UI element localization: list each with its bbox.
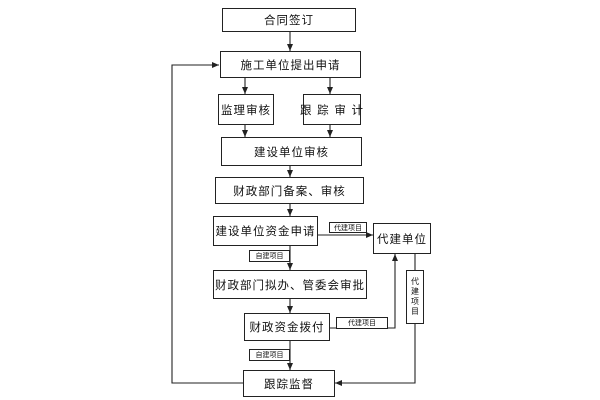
tag-agent-project-upper: 代建项目 [329,222,367,233]
node-fund-application: 建设单位资金申请 [213,216,318,246]
node-owner-review: 建设单位审核 [221,137,362,166]
node-audit-tracking: 跟 踪 审 计 [300,94,363,125]
tag-self-project-upper: 自建项目 [249,250,290,262]
node-finance-record: 财政部门备案、审核 [215,177,364,204]
node-contract-signing: 合同签订 [222,8,356,32]
tag-agent-project-vertical: 代建项目 [406,270,424,324]
node-supervision-review: 监理审核 [218,94,274,125]
tag-agent-project-lower: 代建项目 [336,317,388,329]
node-finance-approval: 财政部门拟办、管委会审批 [213,270,367,299]
node-contractor-application: 施工单位提出申请 [220,51,361,78]
node-tracking-supervision: 跟踪监督 [243,370,335,397]
tag-self-project-lower: 自建项目 [249,349,290,361]
arrow-feedback-loop [171,62,243,384]
node-fund-disbursement: 财政资金拨付 [244,313,330,341]
node-agent-unit: 代建单位 [373,223,431,254]
